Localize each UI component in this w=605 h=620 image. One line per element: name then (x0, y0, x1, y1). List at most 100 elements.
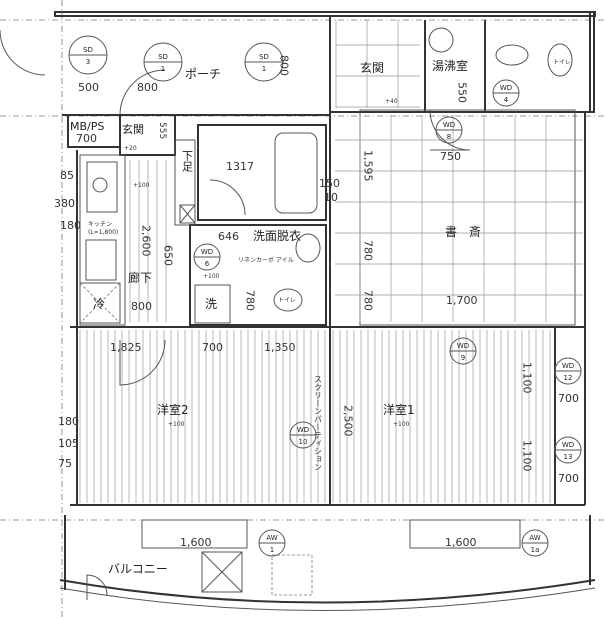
dim: 75 (58, 457, 72, 470)
dim: 780 (362, 290, 375, 311)
door-tag-text: WD (562, 362, 574, 370)
level-youshitsu2: +100 (168, 421, 185, 428)
door-tag-text: WD (457, 342, 469, 350)
dim: 780 (362, 240, 375, 261)
toilet-label: トイレ (278, 297, 296, 304)
dim: 1,595 (362, 150, 375, 182)
dim: 2,600 (140, 225, 153, 257)
door-tag-text: SD (83, 46, 93, 54)
dim: 700 (202, 341, 223, 354)
dim: 1,350 (264, 341, 296, 354)
room-genkan-small: 玄関 (122, 122, 144, 136)
stove-icon (85, 239, 117, 281)
toilet-label: トイレ (553, 59, 571, 66)
door-tag-wd13: WD 13 (554, 436, 582, 464)
linen-label: リネンカーボ アイル (238, 256, 294, 264)
room-senmen: 洗面脱衣 (253, 228, 301, 243)
washer-icon (194, 284, 231, 324)
kitchen-sink-icon (86, 161, 118, 213)
door-tag-text: 9 (461, 354, 465, 362)
door-tag-sd3: SD 3 (68, 35, 108, 75)
door-tag-text: WD (500, 84, 512, 92)
door-tag-aw1: AW 1 (258, 529, 286, 557)
dim: 646 (218, 230, 239, 243)
door-tag-wd4: WD 4 (492, 79, 520, 107)
room-youshitsu1: 洋室1 (383, 402, 415, 417)
water-heater-icon (428, 27, 454, 53)
level-genkan-small: +20 (124, 145, 137, 152)
bathtub-icon (274, 132, 318, 214)
room-youshitsu2: 洋室2 (157, 402, 189, 417)
dim: 780 (244, 290, 257, 311)
door-tag-text: SD (259, 53, 269, 61)
room-shosai: 書 斎 (445, 224, 481, 239)
dim: 700 (76, 132, 97, 145)
door-tag-text: 8 (447, 133, 451, 141)
door-tag-sd1a: SD1 (143, 42, 183, 82)
dim: 380 (54, 197, 75, 210)
door-tag-text: 3 (86, 58, 90, 66)
door-tag-text: AW (529, 534, 540, 542)
dim: 105 (58, 437, 79, 450)
room-hatching (79, 20, 583, 503)
door-tag-wd8: WD8 (435, 116, 463, 144)
dim: 180 (58, 415, 79, 428)
room-genkan: 玄関 (360, 60, 384, 75)
door-tag-text: 13 (564, 453, 573, 461)
washbasin-icon (495, 44, 529, 66)
room-rouka: 廊下 (128, 270, 152, 285)
dim: 1,825 (110, 341, 142, 354)
door-tag-text: WD (201, 248, 213, 256)
dim: 180 (60, 219, 81, 232)
fridge-label: 冷 (93, 297, 105, 311)
dim: 550 (456, 82, 469, 103)
room-porch: ポーチ (185, 67, 221, 81)
dim: 1,600 (445, 536, 477, 549)
level-marks: +100 +100 +40 +100 +100 +20 (124, 98, 410, 428)
dim: 10 (324, 191, 338, 204)
door-tag-text: WD (297, 426, 309, 434)
door-swings (0, 29, 471, 600)
dim: 1,700 (446, 294, 478, 307)
dim: 1,100 (521, 362, 534, 394)
washbasin-icon (295, 233, 321, 263)
level-genkan: +40 (385, 98, 398, 105)
room-mbps: MB/PS (70, 120, 104, 133)
door-tag-wd10: WD 10 (289, 421, 317, 449)
room-kitchen: キッチン (88, 221, 112, 228)
door-tag-text: SD (158, 53, 168, 61)
door-tag-text: 6 (205, 260, 210, 268)
door-tag-text: 10 (299, 438, 308, 446)
dim: 800 (278, 55, 291, 76)
level-kitchen: +100 (133, 182, 150, 189)
dim: 1317 (226, 160, 254, 173)
dim: 750 (440, 150, 461, 163)
door-tag-wd6: WD 6 (193, 243, 221, 271)
door-tag-text: 4 (504, 96, 509, 104)
dim: 650 (162, 245, 175, 266)
room-balcony: バルコニー (108, 562, 168, 576)
dim: 2,500 (342, 405, 355, 437)
dim: 85 (60, 169, 74, 182)
dim: 1,100 (521, 440, 534, 472)
fixtures (79, 27, 573, 324)
door-tag-text: 1a (531, 546, 540, 554)
toilet-icon (547, 43, 573, 77)
level-youshitsu1: +100 (393, 421, 410, 428)
door-tag-text: AW (266, 534, 277, 542)
level-wash: +100 (203, 273, 220, 280)
dimension-labels: 500 800 800 700 555 1317 646 2,600 650 8… (54, 55, 579, 549)
dim: 500 (78, 81, 99, 94)
dim: 800 (137, 81, 158, 94)
door-tag-text: WD (562, 441, 574, 449)
room-geta: 下足 (181, 150, 194, 172)
door-tag-text: 12 (564, 374, 573, 382)
door-tag-text: 1 (270, 546, 274, 554)
dim: 150 (319, 177, 340, 190)
door-tag-aw1a: AW 1a (521, 529, 549, 557)
kitchen-spec: (L=1,800) (88, 229, 118, 236)
door-tag-wd12: WD 12 (554, 357, 582, 385)
dim: 555 (157, 122, 167, 139)
